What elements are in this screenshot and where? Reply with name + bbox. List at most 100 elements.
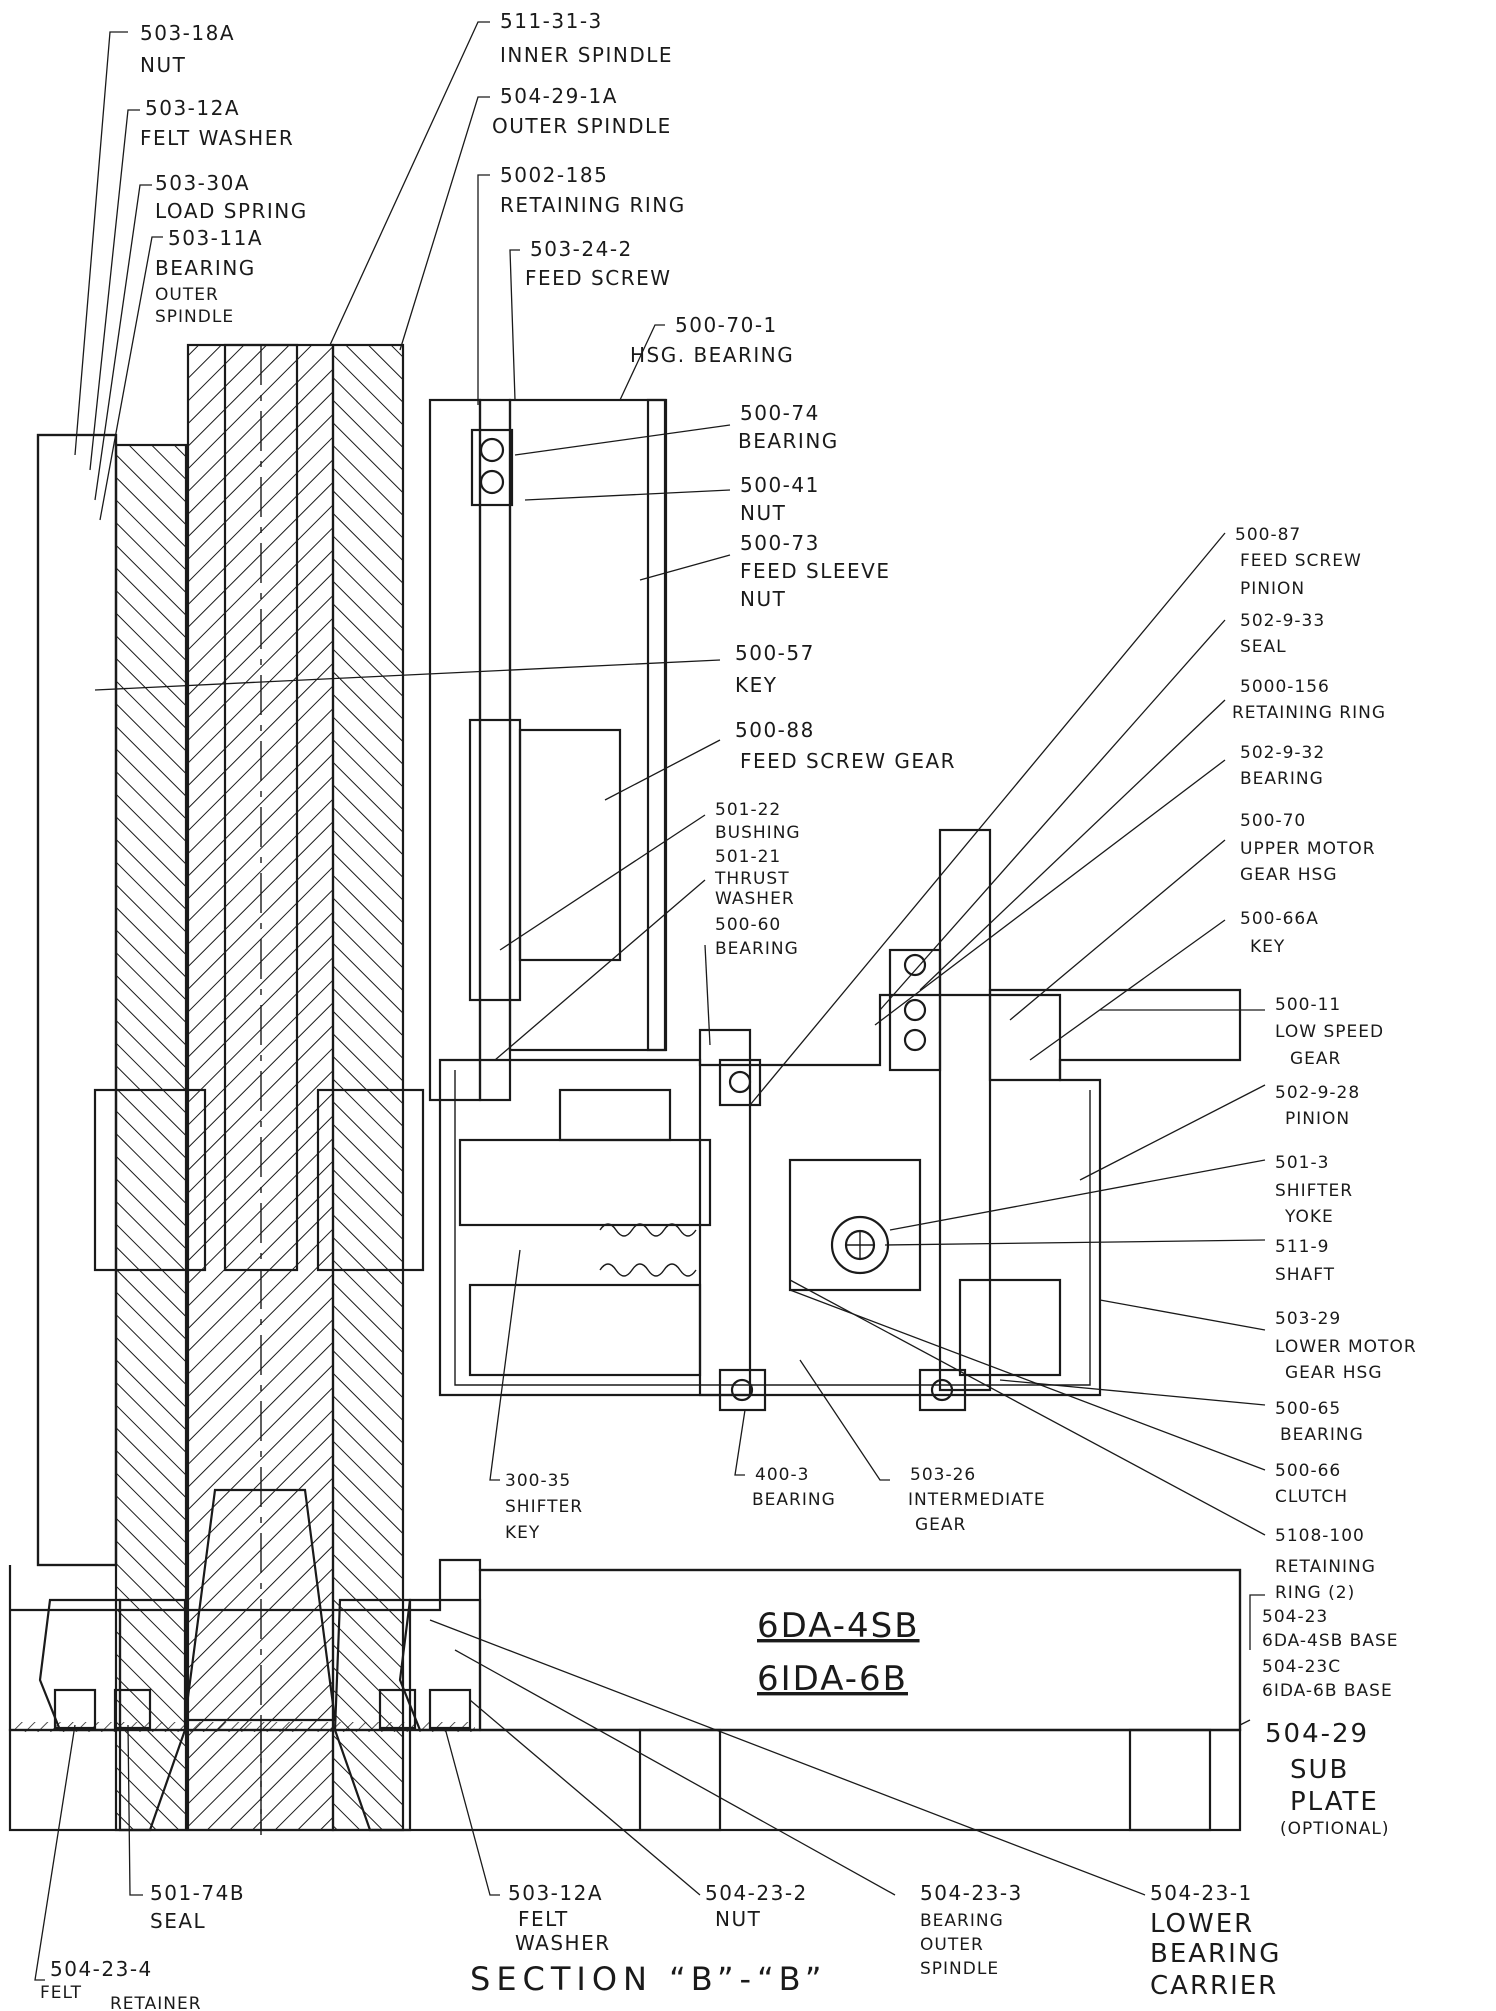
- callout-part: 503-24-2: [530, 237, 633, 261]
- shifter-yoke: [788, 1158, 922, 1292]
- callout-part: 500-88: [735, 718, 815, 742]
- callout-desc: NUT: [715, 1907, 761, 1931]
- lower-bearing-left: [93, 1088, 207, 1272]
- lower-bearing-carrier-right: [398, 1598, 482, 1732]
- callout-desc: FELT: [40, 1983, 82, 2003]
- callout-desc: FELT WASHER: [140, 126, 294, 150]
- callout-desc: BEARING: [1240, 769, 1324, 789]
- callout-desc: SHIFTER: [505, 1497, 583, 1517]
- callout-desc: FEED SCREW: [1240, 551, 1362, 571]
- callout-part: 503-30A: [155, 171, 250, 195]
- callout-part: 500-70-1: [675, 313, 778, 337]
- callout-desc: BEARING: [920, 1911, 1004, 1931]
- model-label: 6DA-4SB: [757, 1606, 920, 1646]
- callout-part: 502-9-32: [1240, 743, 1325, 763]
- callout-desc: THRUST: [714, 869, 790, 889]
- callout-part: 500-65: [1275, 1399, 1341, 1419]
- callout-part: 501-21: [715, 847, 781, 867]
- callout-part: 504-23-3: [920, 1881, 1023, 1905]
- callout-part: 500-74: [740, 401, 820, 425]
- callout-part: 500-66A: [1240, 909, 1319, 929]
- outer-spindle-left: [116, 445, 186, 1830]
- callout-desc: NUT: [140, 53, 186, 77]
- callout-desc: RETAINER: [110, 1994, 202, 2011]
- callout-part: 502-9-33: [1240, 611, 1325, 631]
- lower-bearing-carrier-left: [38, 1598, 122, 1732]
- callout-desc: 6DA-4SB BASE: [1262, 1631, 1399, 1651]
- model-label: 6IDA-6B: [757, 1659, 908, 1699]
- callout-desc: KEY: [505, 1523, 540, 1543]
- callout-part: 500-11: [1275, 995, 1341, 1015]
- callout-desc: RING (2): [1275, 1583, 1355, 1603]
- callout-part: 500-41: [740, 473, 820, 497]
- callout-part: 5108-100: [1275, 1526, 1365, 1546]
- callout-desc: PINION: [1240, 579, 1305, 599]
- callout-desc: BEARING: [738, 429, 839, 453]
- callout-desc: LOWER: [1150, 1909, 1254, 1939]
- callout-desc: PINION: [1285, 1109, 1350, 1129]
- callout-part: 504-23-4: [50, 1957, 153, 1981]
- callout-desc: SEAL: [150, 1909, 206, 1933]
- callout-part: 502-9-28: [1275, 1083, 1360, 1103]
- callout-part: 511-9: [1275, 1237, 1329, 1257]
- callout-desc: NUT: [740, 501, 786, 525]
- callout-part: 503-11A: [168, 226, 263, 250]
- callout-part: 503-18A: [140, 21, 235, 45]
- callout-part: 300-35: [505, 1471, 571, 1491]
- callout-desc: LOW SPEED: [1275, 1022, 1384, 1042]
- callout-part: 504-23-2: [705, 1881, 808, 1905]
- callout-desc: YOKE: [1284, 1207, 1334, 1227]
- callout-part: 504-29-1A: [500, 84, 618, 108]
- outer-spindle-right: [333, 345, 403, 1830]
- callout-desc: FEED SCREW GEAR: [740, 749, 956, 773]
- callout-part: 500-57: [735, 641, 815, 665]
- callout-desc: RETAINING: [1275, 1557, 1376, 1577]
- callout-part: 501-74B: [150, 1881, 245, 1905]
- callout-desc: CARRIER: [1150, 1971, 1278, 2001]
- callout-part: 500-73: [740, 531, 820, 555]
- clutch-springs: [599, 1223, 697, 1237]
- callout-desc: GEAR HSG: [1240, 865, 1338, 885]
- callout-desc: 6IDA-6B BASE: [1262, 1681, 1393, 1701]
- intermediate-gear-shaft: [698, 1028, 752, 1397]
- callout-part: 503-12A: [145, 96, 240, 120]
- callout-desc: SPINDLE: [155, 307, 234, 327]
- callout-part: 504-29: [1265, 1719, 1369, 1749]
- callout-part: 503-12A: [508, 1881, 603, 1905]
- callout-part: 400-3: [755, 1465, 809, 1485]
- callout-part: 501-3: [1275, 1153, 1329, 1173]
- callout-desc: CLUTCH: [1275, 1487, 1348, 1507]
- callout-desc: KEY: [735, 673, 777, 697]
- callout-desc: GEAR: [915, 1515, 966, 1535]
- bearing-500-74: [470, 428, 514, 507]
- callout-desc: KEY: [1250, 937, 1285, 957]
- callout-desc: SHIFTER: [1275, 1181, 1353, 1201]
- callout-part: 5000-156: [1240, 677, 1330, 697]
- callout-desc: GEAR HSG: [1285, 1363, 1383, 1383]
- callout-part: 500-87: [1235, 525, 1301, 545]
- callout-desc: SEAL: [1240, 637, 1287, 657]
- callout-part: 504-23: [1262, 1607, 1328, 1627]
- callout-part: 500-60: [715, 915, 781, 935]
- callout-part: 503-26: [910, 1465, 976, 1485]
- callout-part: 5002-185: [500, 163, 608, 187]
- upper-gear-teeth: [458, 1138, 712, 1227]
- callout-desc: OUTER: [920, 1935, 984, 1955]
- callout-desc: OUTER SPINDLE: [492, 114, 672, 138]
- callout-desc: (OPTIONAL): [1280, 1819, 1390, 1839]
- callout-desc: WASHER: [515, 1931, 611, 1955]
- callout-desc: SUB: [1290, 1755, 1349, 1785]
- callout-desc: INNER SPINDLE: [500, 43, 673, 67]
- feed-screw-gear: [518, 728, 622, 962]
- callout-desc: BEARING: [155, 256, 256, 280]
- outer-housing-left-wall: [36, 433, 118, 1567]
- callout-desc: FELT: [518, 1907, 569, 1931]
- callout-labels: 503-18A NUT 503-12A FELT WASHER 503-30A …: [40, 9, 1416, 2011]
- lower-bearing-right: [316, 1088, 425, 1272]
- callout-part: 504-23C: [1262, 1657, 1341, 1677]
- callout-part: 503-29: [1275, 1309, 1341, 1329]
- callout-desc: INTERMEDIATE: [908, 1490, 1046, 1510]
- sub-plate: [8, 1728, 1242, 1832]
- callout-desc: FEED SCREW: [525, 266, 672, 290]
